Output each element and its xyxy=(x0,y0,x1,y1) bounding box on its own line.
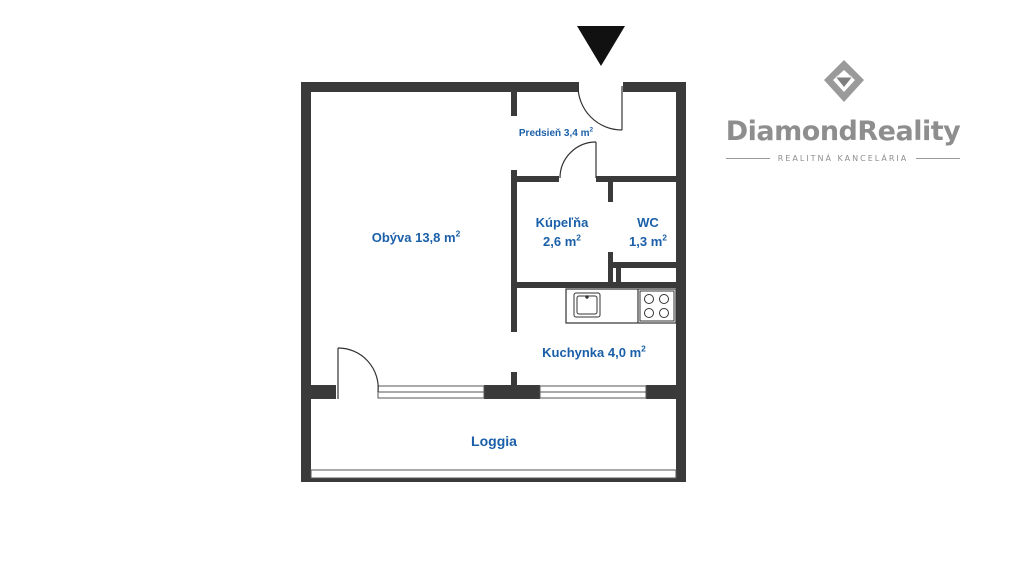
room-label-living: Obývа 13,8 m2 xyxy=(371,228,461,245)
windows xyxy=(377,385,647,399)
bathroom-name: Kúpeľňa xyxy=(535,215,589,230)
interior-walls xyxy=(311,92,676,399)
room-label-wc: WC 1,3 m2 xyxy=(620,213,676,251)
company-logo: DiamondReality REALITNÁ KANCELÁRIA xyxy=(712,58,974,164)
loggia-railing xyxy=(310,469,677,479)
room-label-bathroom: Kúpeľňa 2,6 m2 xyxy=(527,213,597,251)
entrance-arrow-icon xyxy=(577,26,625,66)
doors xyxy=(337,85,623,399)
brand-name: DiamondReality xyxy=(725,116,961,147)
room-label-kitchen: Kuchynka 4,0 m2 xyxy=(542,343,646,360)
tagline-rule-left xyxy=(725,157,770,159)
room-label-loggia: Loggia xyxy=(471,433,517,449)
tagline: REALITNÁ KANCELÁRIA xyxy=(777,153,909,163)
stove-icon xyxy=(639,290,675,322)
kitchen-counter xyxy=(565,288,677,324)
tagline-row: REALITNÁ KANCELÁRIA xyxy=(712,152,974,164)
diamond-logo-icon xyxy=(824,60,864,102)
outer-walls xyxy=(301,82,686,482)
tagline-rule-right xyxy=(916,157,961,159)
sink-icon xyxy=(573,292,601,318)
room-label-hall: Predsieň 3,4 m2 xyxy=(518,126,594,139)
wc-name: WC xyxy=(637,215,659,230)
